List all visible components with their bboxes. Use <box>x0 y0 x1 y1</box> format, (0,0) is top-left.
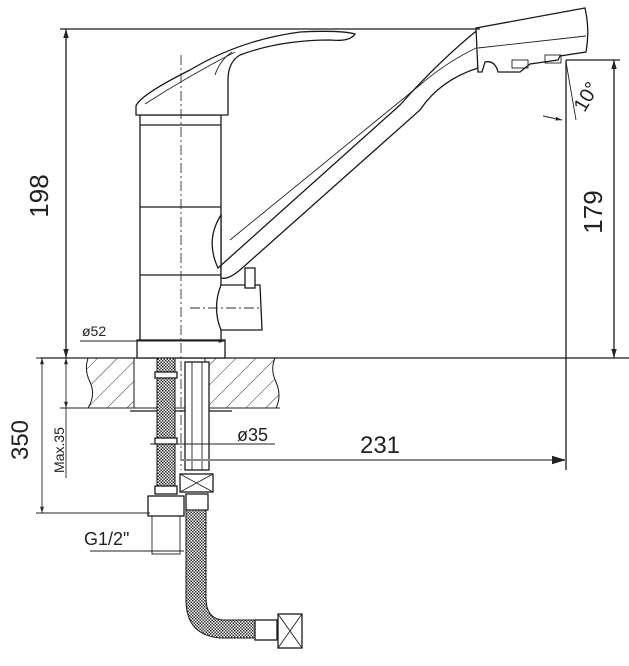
dimension-thread: G1/2" <box>84 529 184 552</box>
dimension-max-35: Max.35 <box>51 358 68 478</box>
height-198-label: 198 <box>24 174 54 217</box>
countertop-section <box>40 357 629 412</box>
supply-hoses <box>147 357 303 649</box>
length-350-label: 350 <box>7 420 34 460</box>
angle-10-label: 10° <box>570 78 604 115</box>
diameter-35-label: ø35 <box>237 425 268 445</box>
faucet-body <box>136 114 226 359</box>
dimension-diameter-52: ø52 <box>80 323 225 343</box>
dimension-350: 350 <box>7 357 150 514</box>
dimension-diameter-35: ø35 <box>150 425 275 445</box>
dimension-231: 231 <box>181 432 566 465</box>
dimension-179: 179 <box>565 59 620 470</box>
dimension-angle: 10° <box>542 61 604 121</box>
diameter-52-label: ø52 <box>82 323 106 339</box>
spout <box>211 7 589 279</box>
lever-handle <box>135 30 357 116</box>
reach-231-label: 231 <box>360 432 400 459</box>
max-35-label: Max.35 <box>51 427 67 473</box>
thread-g12-label: G1/2" <box>84 529 129 549</box>
height-179-label: 179 <box>578 190 608 233</box>
filter-valve <box>190 267 263 331</box>
dimension-198: 198 <box>24 28 480 358</box>
